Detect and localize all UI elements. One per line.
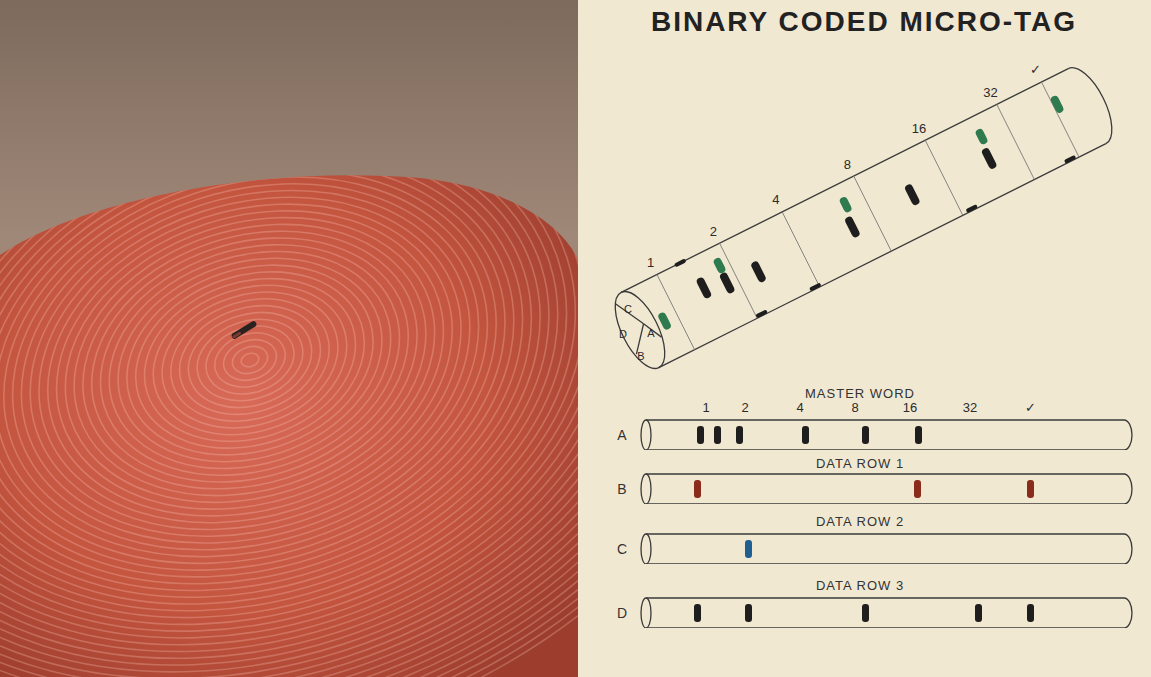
fingerprint-ridge xyxy=(218,333,281,387)
fingerprint-ridge xyxy=(49,190,451,531)
bit-weight: 4 xyxy=(772,192,779,207)
diagram-title: BINARY CODED MICRO-TAG xyxy=(651,6,1077,38)
fingerprint-ridge xyxy=(0,0,578,677)
row-outline-path xyxy=(646,598,1132,628)
bit-weight: 32 xyxy=(963,400,977,415)
fingerprint-ridge xyxy=(0,0,578,677)
row-letter: D xyxy=(619,328,627,340)
row-end xyxy=(641,420,651,450)
fingerprint-ridge xyxy=(0,37,578,677)
fingerprint-ridge xyxy=(0,0,578,677)
bit-weight: ✓ xyxy=(1025,400,1036,415)
fingerprint-ridge xyxy=(18,163,483,557)
fingerprint-ridge xyxy=(0,0,578,677)
row-letter: C xyxy=(617,541,627,557)
row-outline-path xyxy=(646,474,1132,504)
fingerprint-ridge xyxy=(155,279,345,440)
fingerprint-ridge xyxy=(208,324,293,396)
fingerprint-ridge xyxy=(0,0,578,677)
row-letter: B xyxy=(637,350,644,362)
fingerprint-ridge xyxy=(187,306,314,414)
row-letter: D xyxy=(617,605,627,621)
fingerprint-ridge xyxy=(0,0,578,677)
fingerprint-ridge xyxy=(229,342,271,378)
fingerprint-ridge xyxy=(0,64,578,656)
fingerprint-ridge xyxy=(70,208,429,513)
fingerprint-ridge xyxy=(0,0,578,677)
row-end xyxy=(641,534,651,564)
fingerprint-ridge xyxy=(0,1,578,677)
fingerprint-ridge xyxy=(0,0,578,677)
row-end xyxy=(641,474,651,504)
row-marks xyxy=(694,426,1034,622)
bit-weight: 2 xyxy=(741,400,748,415)
row-heading: DATA ROW 2 xyxy=(816,514,904,529)
bit-weight: 32 xyxy=(983,84,997,99)
fingerprint-ridge xyxy=(239,351,260,369)
fingerprint-ridge xyxy=(0,0,578,677)
fingerprint-ridge xyxy=(0,28,578,677)
fingerprint-ridge xyxy=(0,109,546,611)
tag-row: DATA ROW 3 D xyxy=(612,578,1136,628)
bit-weight: 8 xyxy=(844,156,851,171)
bit-weight: 1 xyxy=(647,255,654,270)
fingerprint-ridge xyxy=(0,0,578,677)
fingerprint-ridge xyxy=(0,0,578,677)
row-letter: A xyxy=(647,327,654,339)
fingerprint-ridge xyxy=(0,0,578,677)
fingertip-photo xyxy=(0,0,578,677)
bit-weight: 4 xyxy=(796,400,803,415)
tag-row: DATA ROW 1 B xyxy=(612,456,1136,504)
fingerprint-ridge xyxy=(0,0,578,677)
tag-row: DATA ROW 2 C xyxy=(612,514,1136,564)
row-heading: DATA ROW 1 xyxy=(816,456,904,471)
row-end xyxy=(641,598,651,628)
fingerprint-ridge xyxy=(91,226,408,495)
row-heading: DATA ROW 3 xyxy=(816,578,904,593)
bit-weight: 16 xyxy=(912,120,926,135)
bit-weight: 1 xyxy=(702,400,709,415)
fingerprint-ridge xyxy=(123,252,377,467)
fingerprint-ridge xyxy=(0,0,578,677)
fingerprint-ridge xyxy=(0,0,578,677)
bit-weight: 2 xyxy=(710,223,717,238)
fingerprint-ridge xyxy=(0,10,578,677)
fingerprint-ridge xyxy=(0,55,578,664)
fingerprint-ridge xyxy=(0,0,578,677)
fingerprint-ridge xyxy=(0,0,578,677)
fingerprint-ridge xyxy=(0,46,578,673)
fingerprint-ridge xyxy=(134,261,366,458)
row-outline-path xyxy=(646,420,1132,450)
row-heading: MASTER WORD xyxy=(805,386,915,401)
row-outline-path xyxy=(646,534,1132,564)
fingerprint-ridge xyxy=(81,217,419,504)
bit-weight: ✓ xyxy=(1030,62,1041,77)
fingerprint-ridge xyxy=(0,145,504,575)
row-letter: B xyxy=(617,481,626,497)
bit-weight: 16 xyxy=(903,400,917,415)
bit-weight: 8 xyxy=(851,400,858,415)
fingerprint-ridge xyxy=(0,0,578,677)
row-letter: C xyxy=(624,303,632,315)
tag-row: MASTER WORD A xyxy=(612,386,1136,450)
row-letter: A xyxy=(617,427,626,443)
fingerprint-ridge xyxy=(0,0,578,677)
